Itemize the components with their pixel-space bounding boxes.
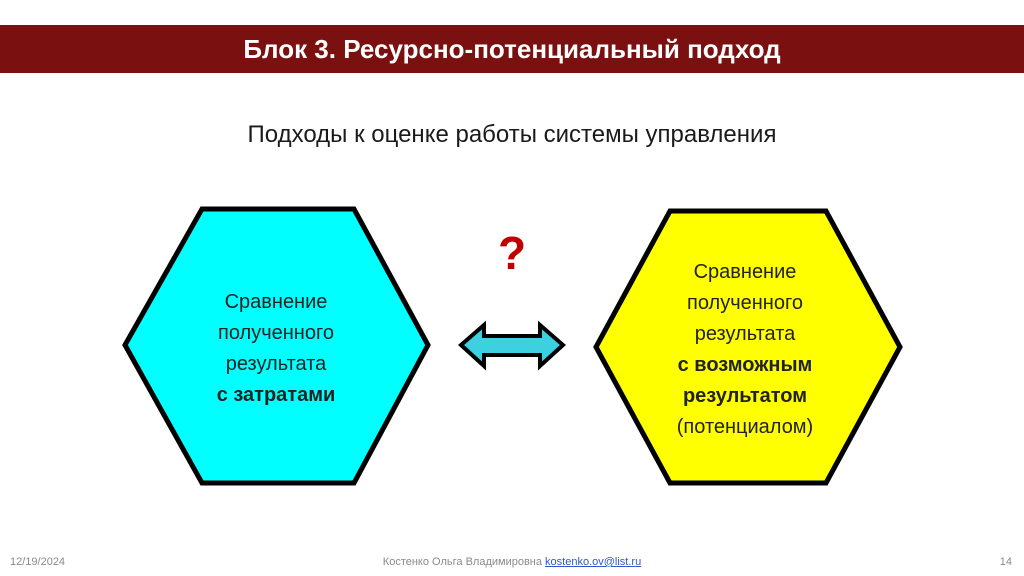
double-arrow-icon [457,320,567,371]
left-hex-line: полученного [218,322,334,344]
footer-author: Костенко Ольга Владимировна [382,556,542,568]
page-number: 14 [999,556,1012,568]
right-hex-line: полученного [687,292,803,314]
right-hexagon-text: Сравнение полученного результата с возмо… [625,257,865,443]
slide-title: Блок 3. Ресурсно-потенциальный подход [243,34,781,64]
right-hexagon [593,208,903,486]
right-hex-line: результата [694,323,796,345]
left-hex-line: Сравнение [224,291,328,313]
right-hex-bold-line: с возможным [677,354,813,376]
footer-date: 12/19/2024 [10,556,66,568]
footer-author-line: Костенко Ольга Владимировна kostenko.ov@… [0,556,1024,568]
question-mark: ? [497,227,527,279]
title-bar: Блок 3. Ресурсно-потенциальный подход [0,25,1024,73]
left-hexagon-text: Сравнение полученного результата с затра… [156,287,396,411]
right-hex-bold-line: результатом [682,385,808,407]
left-hexagon [122,206,431,486]
right-hex-line: (потенциалом) [676,416,814,438]
slide-subtitle: Подходы к оценке работы системы управлен… [247,121,777,148]
footer-email-link[interactable]: kostenko.ov@list.ru [545,556,642,568]
left-hex-line: результата [225,353,327,375]
left-hex-bold-line: с затратами [216,384,336,406]
right-hex-line: Сравнение [693,261,797,283]
